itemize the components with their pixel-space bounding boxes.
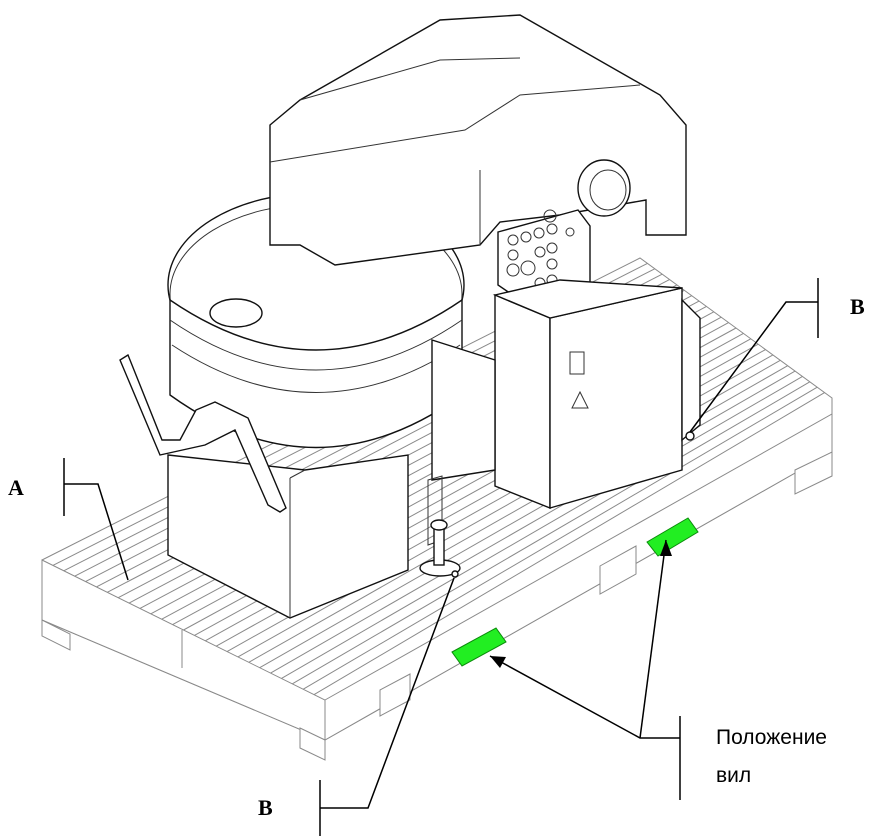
deck-board bbox=[292, 381, 811, 685]
callout-a bbox=[63, 458, 129, 581]
spiral-mixer bbox=[119, 14, 701, 619]
deck-board bbox=[281, 376, 803, 679]
fork-positions bbox=[451, 517, 699, 667]
label-b-top: B bbox=[850, 294, 865, 319]
deck-board bbox=[270, 370, 796, 674]
label-b-bottom: B bbox=[258, 795, 273, 820]
fork-label-line2: вил bbox=[716, 764, 751, 787]
callout-b-top bbox=[689, 278, 819, 433]
fork-block-left bbox=[451, 627, 507, 667]
label-a: A bbox=[8, 475, 24, 500]
callout-b-bottom bbox=[319, 577, 455, 836]
deck-board bbox=[313, 392, 825, 696]
fork-label-line1: Положение bbox=[716, 726, 827, 749]
deck-board bbox=[302, 386, 818, 690]
fork-block-right bbox=[646, 517, 699, 557]
callout-forks bbox=[489, 539, 681, 800]
